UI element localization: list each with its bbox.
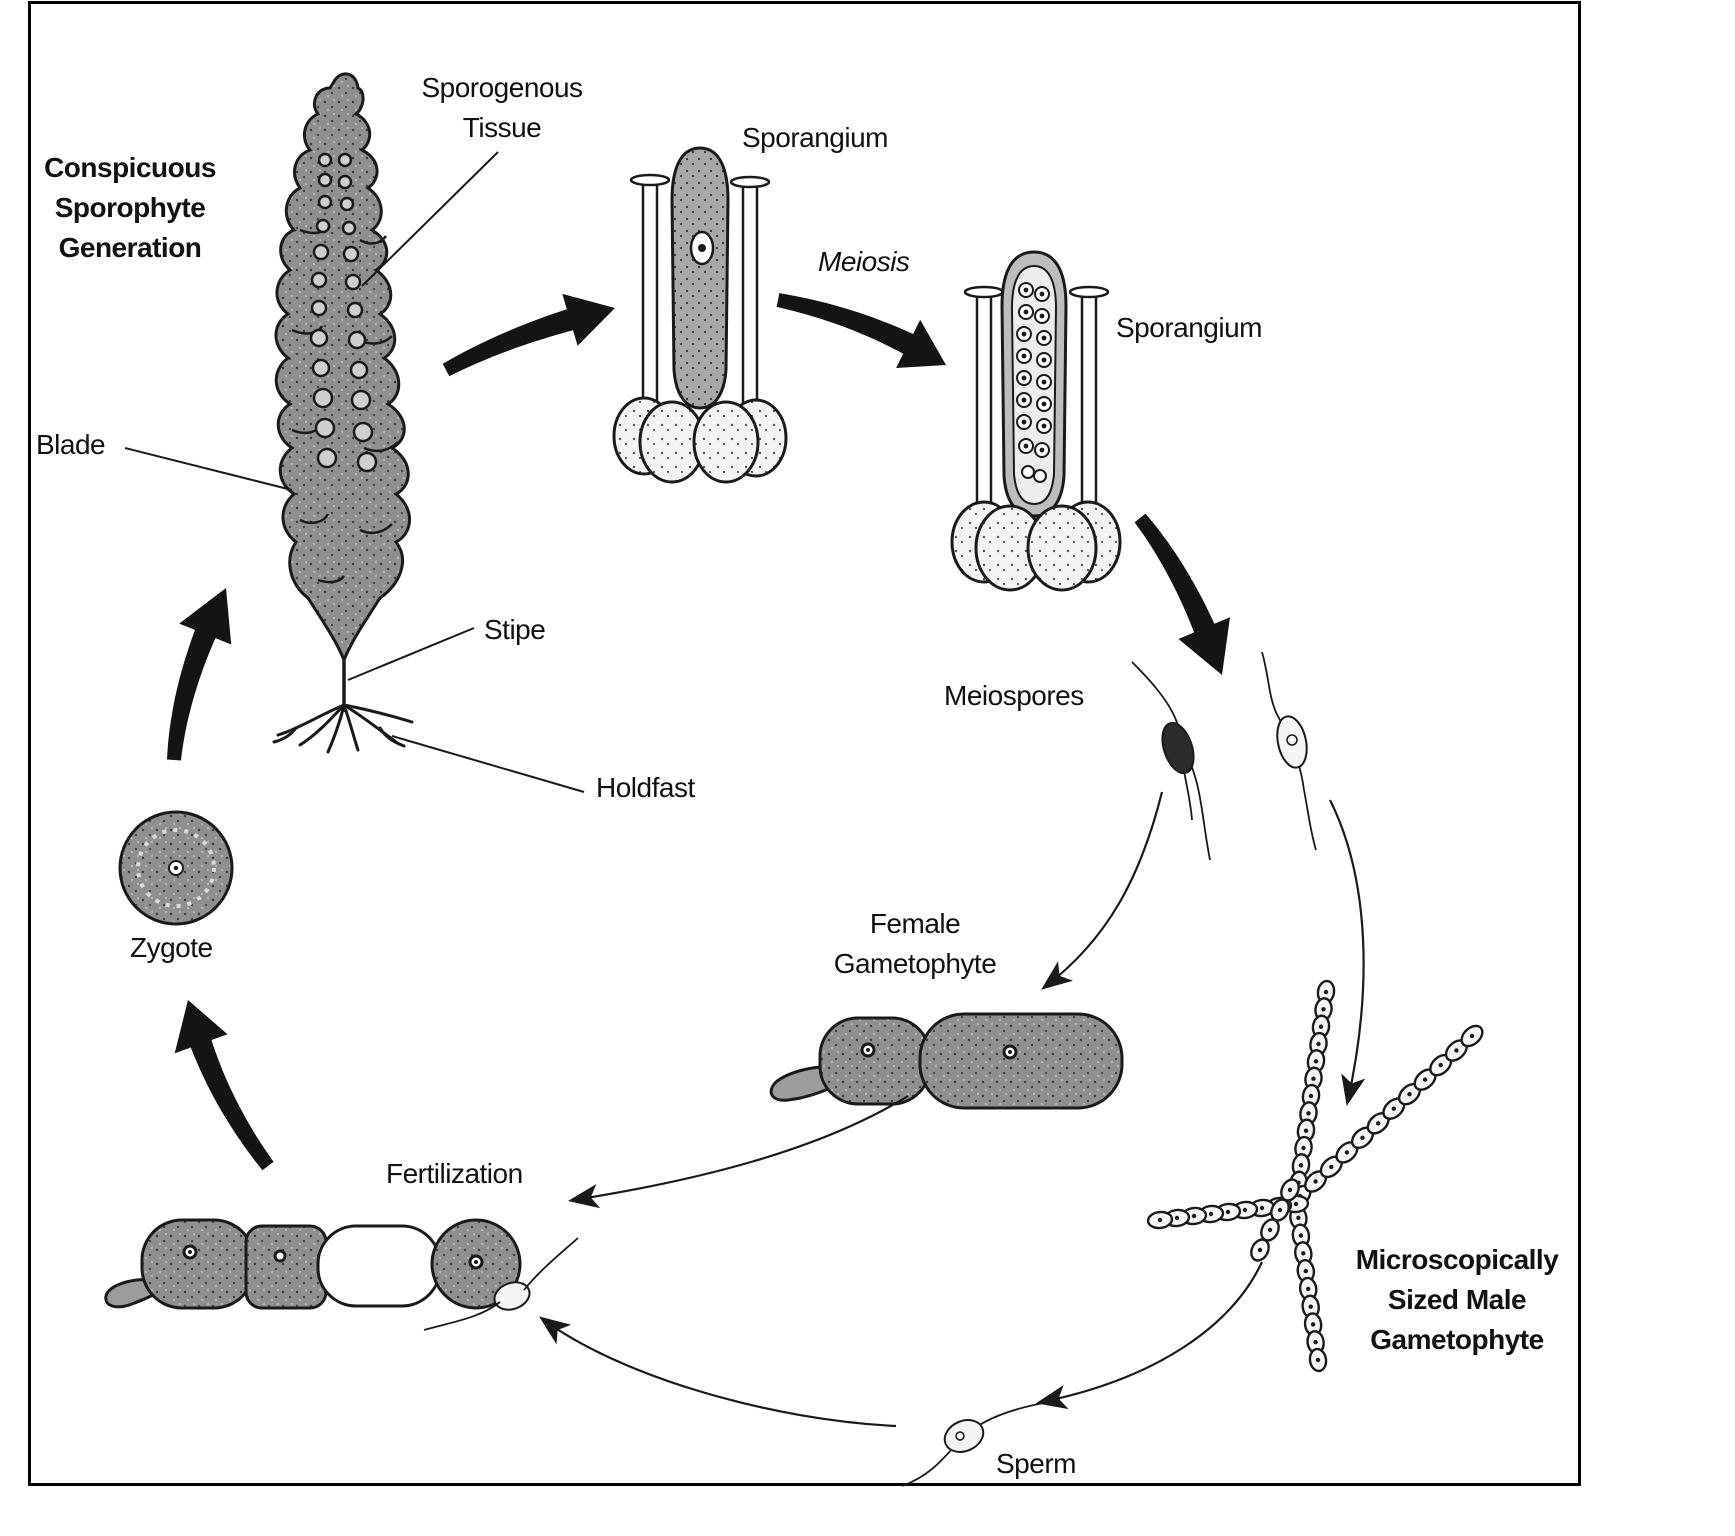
male-gametophyte-nucleus xyxy=(1376,1121,1381,1126)
male-gametophyte-nucleus xyxy=(1157,1217,1163,1223)
male-gametophyte-nucleus xyxy=(1301,1145,1306,1151)
male-gametophyte xyxy=(1146,979,1484,1373)
male-gametophyte-nucleus xyxy=(1267,1227,1273,1233)
male-gametophyte-nucleus xyxy=(1318,1024,1324,1029)
male-gametophyte-nucleus xyxy=(1310,1322,1316,1327)
fertilization-stage xyxy=(104,1218,579,1331)
sporangium-with-meiospores xyxy=(950,250,1122,592)
leader-stipe xyxy=(347,627,475,681)
male-gametophyte-nucleus xyxy=(1259,1205,1265,1211)
male-gametophyte-nucleus xyxy=(1308,1093,1314,1099)
arrow-meiospore-to-female xyxy=(1041,791,1164,990)
male-gametophyte-nucleus xyxy=(1225,1209,1231,1215)
diagram-frame xyxy=(28,1,1581,1486)
label-sporogenous-line-1: Sporogenous xyxy=(421,72,583,103)
male-gametophyte-nucleus xyxy=(1469,1033,1475,1039)
male-gametophyte-nucleus xyxy=(1438,1062,1443,1068)
arrow-sperm-to-fertilization xyxy=(539,1316,897,1428)
male-gametophyte-nucleus xyxy=(1298,1163,1304,1168)
label-female-gametophyte: Female Gametophyte xyxy=(800,904,1030,984)
male-gametophyte-nucleus xyxy=(1316,1041,1321,1047)
label-male-line-3: Gametophyte xyxy=(1370,1324,1544,1355)
male-gametophyte-nucleus xyxy=(1301,1251,1306,1256)
arrow-zygote-to-sporophyte xyxy=(167,588,232,761)
male-gametophyte-nucleus xyxy=(1313,1059,1319,1064)
male-gametophyte-nucleus xyxy=(1287,1187,1293,1193)
label-holdfast: Holdfast xyxy=(596,772,695,803)
male-gametophyte-nucleus xyxy=(1313,1179,1318,1184)
sperm xyxy=(901,1399,1061,1487)
label-sporogenous-tissue: Sporogenous Tissue xyxy=(396,68,608,148)
male-gametophyte-nucleus xyxy=(1321,1007,1326,1012)
label-sporangium-1: Sporangium xyxy=(742,122,888,153)
male-gametophyte-nucleus xyxy=(1329,1164,1334,1170)
male-gametophyte-nucleus xyxy=(1422,1077,1428,1082)
label-sperm: Sperm xyxy=(996,1448,1076,1479)
label-meiosis: Meiosis xyxy=(818,246,910,277)
sporangium-undivided xyxy=(612,146,788,484)
male-gametophyte-nucleus xyxy=(1257,1247,1263,1253)
male-gametophyte-nucleus xyxy=(1407,1092,1412,1097)
male-gametophyte-nucleus xyxy=(1298,1233,1304,1238)
male-gametophyte-nucleus xyxy=(1308,1304,1313,1309)
label-female-line-2: Gametophyte xyxy=(833,948,997,979)
leader-blade xyxy=(124,447,293,491)
label-male-line-1: Microscopically xyxy=(1355,1244,1559,1275)
kelp-blade xyxy=(274,72,411,665)
kelp-holdfast xyxy=(272,703,414,754)
label-male-gametophyte: Microscopically Sized Male Gametophyte xyxy=(1332,1240,1582,1360)
leader-sporogenous-tissue xyxy=(361,151,499,287)
male-gametophyte-nucleus xyxy=(1208,1211,1214,1217)
arrow-sporophyte-to-sporangium xyxy=(442,293,615,377)
male-gametophyte-nucleus xyxy=(1191,1213,1197,1219)
male-gametophyte-nucleus xyxy=(1344,1150,1350,1155)
male-gametophyte-nucleus xyxy=(1391,1106,1397,1111)
male-gametophyte-nucleus xyxy=(1454,1048,1459,1053)
label-blade: Blade xyxy=(36,429,106,460)
label-sporophyte-generation: Conspicuous Sporophyte Generation xyxy=(30,148,230,268)
sporophyte-kelp xyxy=(124,72,585,793)
label-meiospores: Meiospores xyxy=(944,680,1084,711)
label-male-line-2: Sized Male xyxy=(1387,1284,1527,1315)
label-sporogenous-line-2: Tissue xyxy=(462,112,542,143)
arrow-sporangium-to-meiosis xyxy=(776,293,946,368)
label-female-line-1: Female xyxy=(869,908,961,939)
thin-arrows xyxy=(539,791,1366,1428)
male-gametophyte-nucleus xyxy=(1293,1201,1299,1207)
arrow-female-to-fertilization xyxy=(567,1095,909,1209)
male-gametophyte-nucleus xyxy=(1311,1076,1316,1081)
male-gametophyte-nucleus xyxy=(1303,1128,1309,1133)
male-gametophyte-nucleus xyxy=(1313,1340,1318,1345)
arrow-sporangium-to-meiospores xyxy=(1134,513,1230,675)
sporogenous-sori xyxy=(309,152,378,473)
male-gametophyte-nucleus xyxy=(1360,1135,1365,1141)
label-sporophyte-line-3: Generation xyxy=(58,232,202,263)
male-gametophyte-nucleus xyxy=(1174,1215,1180,1221)
male-gametophyte-nucleus xyxy=(1277,1207,1283,1213)
label-sporangium-2: Sporangium xyxy=(1116,312,1262,343)
male-gametophyte-nucleus xyxy=(1306,1286,1311,1292)
cycle-arrows xyxy=(167,293,1230,1171)
male-gametophyte-nucleus xyxy=(1323,989,1329,995)
label-sporophyte-line-2: Sporophyte xyxy=(54,192,206,223)
arrow-fertilization-to-zygote xyxy=(174,1000,274,1171)
label-sporophyte-line-1: Conspicuous xyxy=(44,152,216,183)
male-gametophyte-nucleus xyxy=(1306,1111,1311,1116)
label-zygote: Zygote xyxy=(130,932,213,963)
arrow-meiospore-to-male xyxy=(1329,799,1366,1107)
arrow-male-to-sperm xyxy=(1035,1261,1263,1410)
zygote xyxy=(118,810,234,926)
leader-holdfast xyxy=(391,735,585,793)
label-stipe: Stipe xyxy=(484,614,546,645)
male-gametophyte-nucleus xyxy=(1315,1357,1321,1363)
male-gametophyte-nucleus xyxy=(1296,1215,1301,1221)
female-gametophyte xyxy=(769,1012,1124,1110)
meiospores xyxy=(1131,651,1317,861)
male-gametophyte-nucleus xyxy=(1303,1268,1309,1274)
male-gametophyte-nucleus xyxy=(1242,1207,1248,1213)
label-fertilization: Fertilization xyxy=(386,1158,523,1189)
